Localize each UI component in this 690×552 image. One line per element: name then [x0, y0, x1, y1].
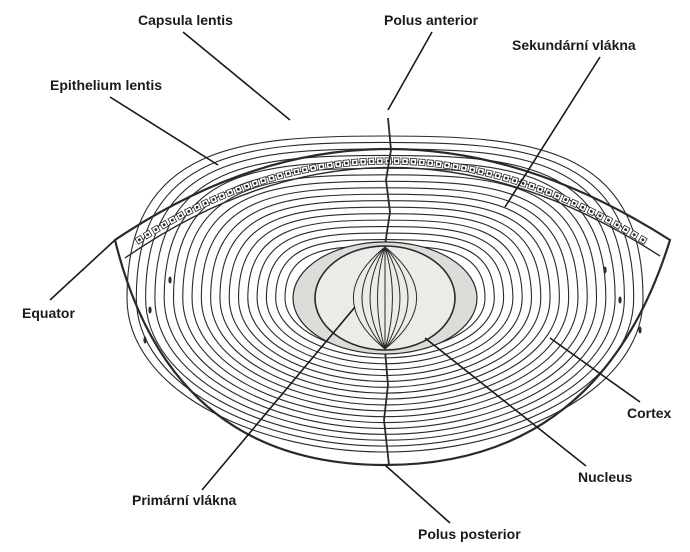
epithelial-cell-nucleus: [607, 219, 610, 222]
epithelial-cell-nucleus: [598, 214, 601, 217]
fiber-nucleus-dot: [143, 337, 146, 344]
epithelial-cell-nucleus: [237, 188, 240, 191]
epithelial-cell-nucleus: [254, 182, 257, 185]
epithelial-cell-nucleus: [303, 168, 306, 171]
epithelial-cell-nucleus: [196, 206, 199, 209]
epithelial-cell-nucleus: [320, 165, 323, 168]
label-capsula-lentis: Capsula lentis: [138, 12, 233, 28]
epithelial-cell-nucleus: [295, 170, 298, 173]
epithelial-cell-nucleus: [229, 191, 232, 194]
epithelial-cell-nucleus: [573, 202, 576, 205]
epithelial-cell-nucleus: [454, 165, 457, 168]
epithelial-cell-nucleus: [395, 160, 398, 163]
epithelial-cell-nucleus: [262, 179, 265, 182]
leader-capsula-lentis: [183, 32, 290, 120]
epithelial-cell-nucleus: [412, 160, 415, 163]
epithelial-cell-nucleus: [370, 160, 373, 163]
epithelial-cell-nucleus: [138, 238, 141, 241]
epithelial-cell-nucleus: [633, 233, 636, 236]
epithelial-cell-nucleus: [204, 202, 207, 205]
epithelial-cell-nucleus: [345, 162, 348, 165]
leader-epithelium-lentis: [110, 97, 218, 165]
epithelial-cell-nucleus: [270, 177, 273, 180]
label-polus-posterior: Polus posterior: [418, 526, 521, 542]
label-equator: Equator: [22, 305, 75, 321]
epithelial-cell-nucleus: [488, 172, 491, 175]
epithelial-cell-nucleus: [420, 161, 423, 164]
leader-polus-posterior: [385, 465, 450, 523]
epithelial-cell-nucleus: [547, 191, 550, 194]
fiber-nucleus-dot: [603, 267, 606, 274]
epithelial-cell-nucleus: [163, 223, 166, 226]
label-epithelium-lentis: Epithelium lentis: [50, 77, 162, 93]
fiber-nucleus-dot: [148, 307, 151, 314]
label-sekundarni-vlakna: Sekundární vlákna: [512, 37, 636, 53]
epithelial-cell-nucleus: [328, 164, 331, 167]
epithelial-cell-nucleus: [616, 223, 619, 226]
label-primarni-vlakna: Primární vlákna: [132, 492, 236, 508]
epithelial-cell-nucleus: [496, 174, 499, 177]
fiber-nucleus-dot: [638, 327, 641, 334]
epithelial-cell-nucleus: [479, 170, 482, 173]
epithelial-cell-nucleus: [590, 210, 593, 213]
epithelial-cell-nucleus: [530, 185, 533, 188]
label-nucleus: Nucleus: [578, 469, 633, 485]
epithelial-cell-nucleus: [212, 198, 215, 201]
epithelial-cell-nucleus: [437, 163, 440, 166]
label-cortex: Cortex: [627, 405, 672, 421]
epithelial-cell-nucleus: [581, 206, 584, 209]
label-polus-anterior: Polus anterior: [384, 12, 479, 28]
fiber-nucleus-dot: [168, 277, 171, 284]
epithelial-cell-nucleus: [505, 177, 508, 180]
epithelial-cell-nucleus: [362, 160, 365, 163]
epithelial-cell-nucleus: [539, 188, 542, 191]
epithelial-cell-nucleus: [146, 233, 149, 236]
epithelial-cell-nucleus: [337, 163, 340, 166]
fiber-nucleus-dot: [618, 297, 621, 304]
epithelial-cell-nucleus: [641, 238, 644, 241]
epithelial-cell-nucleus: [187, 210, 190, 213]
epithelial-cell-nucleus: [446, 164, 449, 167]
leader-polus-anterior: [388, 32, 432, 110]
epithelial-cell-nucleus: [564, 198, 567, 201]
epithelial-cell-nucleus: [624, 228, 627, 231]
epithelial-cell-nucleus: [154, 228, 157, 231]
epithelial-cell-nucleus: [556, 195, 559, 198]
epithelial-cell-nucleus: [353, 161, 356, 164]
epithelial-cell-nucleus: [404, 160, 407, 163]
epithelial-cell-nucleus: [462, 167, 465, 170]
epithelial-cell-nucleus: [179, 214, 182, 217]
epithelial-cell-nucleus: [378, 160, 381, 163]
epithelial-cell-nucleus: [429, 162, 432, 165]
epithelial-cell-nucleus: [287, 172, 290, 175]
epithelial-cell-nucleus: [471, 168, 474, 171]
epithelial-cell-nucleus: [171, 219, 174, 222]
epithelial-cell-nucleus: [312, 167, 315, 170]
epithelial-cell-nucleus: [513, 179, 516, 182]
epithelial-cell-nucleus: [245, 185, 248, 188]
epithelial-cell-nucleus: [522, 182, 525, 185]
epithelial-cell-nucleus: [278, 174, 281, 177]
epithelial-cell-nucleus: [220, 195, 223, 198]
leader-equator: [50, 240, 115, 300]
